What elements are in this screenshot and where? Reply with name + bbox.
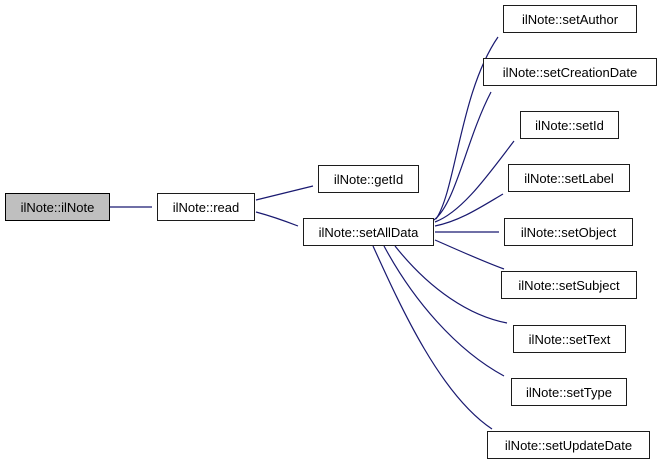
- edge-setalldata-to-setsubject: [434, 239, 505, 270]
- edge-setalldata-to-setid: [434, 140, 515, 223]
- node-ilnote-setlabel[interactable]: ilNote::setLabel: [508, 164, 630, 192]
- node-ilnote-setupdatedate[interactable]: ilNote::setUpdateDate: [487, 431, 650, 459]
- edge-read-to-getid: [255, 185, 314, 201]
- edge-setalldata-to-settext: [394, 245, 508, 324]
- node-ilnote-getid[interactable]: ilNote::getId: [318, 165, 419, 193]
- node-ilnote-setauthor[interactable]: ilNote::setAuthor: [503, 5, 637, 33]
- node-ilnote-read[interactable]: ilNote::read: [157, 193, 255, 221]
- edge-setalldata-to-setcreationdate: [433, 91, 492, 221]
- node-ilnote-settype[interactable]: ilNote::setType: [511, 378, 627, 406]
- edge-setalldata-to-setupdatedate: [372, 245, 493, 430]
- node-ilnote-ilnote[interactable]: ilNote::ilNote: [5, 193, 110, 221]
- node-ilnote-setsubject[interactable]: ilNote::setSubject: [501, 271, 637, 299]
- edge-read-to-setalldata: [255, 211, 299, 227]
- edge-setalldata-to-setlabel: [434, 193, 504, 227]
- node-ilnote-setalldata[interactable]: ilNote::setAllData: [303, 218, 434, 246]
- edge-setalldata-to-settype: [383, 245, 505, 377]
- node-ilnote-setobject[interactable]: ilNote::setObject: [504, 218, 633, 246]
- node-ilnote-setid[interactable]: ilNote::setId: [520, 111, 619, 139]
- node-ilnote-setcreationdate[interactable]: ilNote::setCreationDate: [483, 58, 657, 86]
- node-ilnote-settext[interactable]: ilNote::setText: [513, 325, 626, 353]
